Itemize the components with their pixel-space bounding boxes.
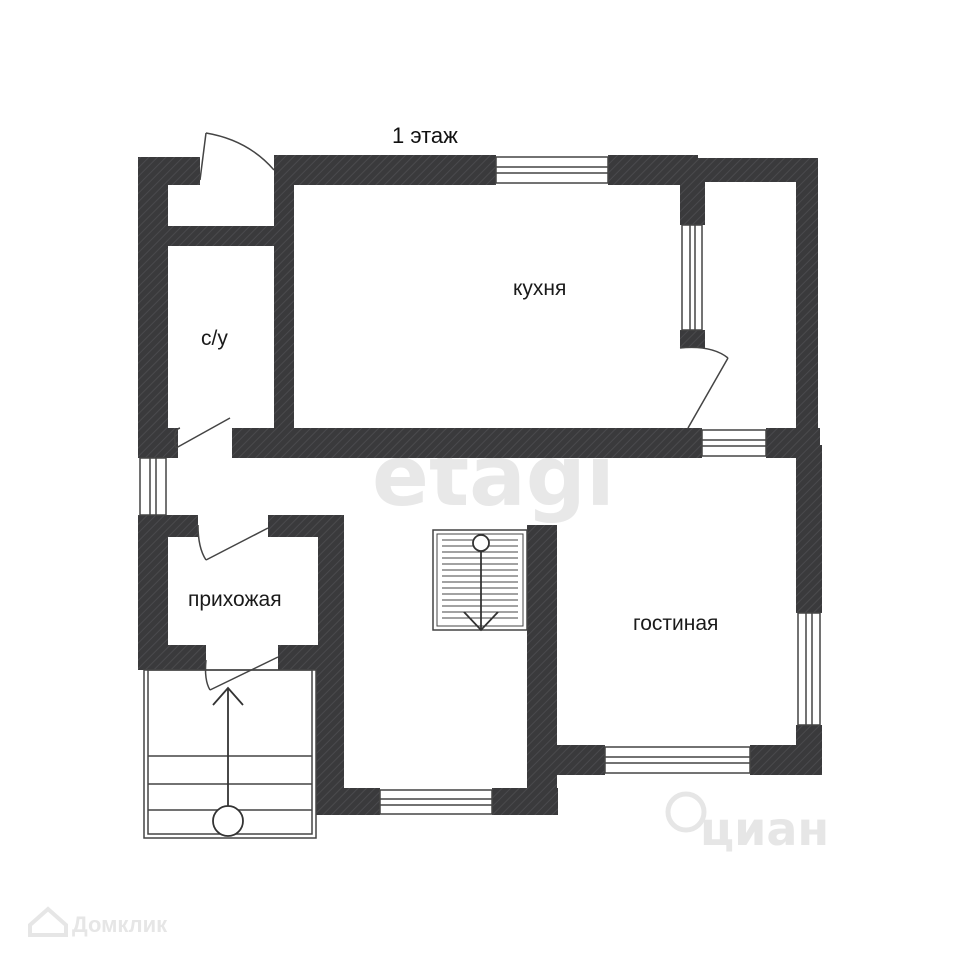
- door-pantry: [679, 346, 729, 429]
- house-icon: [28, 906, 68, 937]
- floor-title: 1 этаж: [392, 123, 458, 148]
- walls: [138, 155, 822, 815]
- window-living-bottom: [604, 746, 751, 774]
- porch-start-icon: [212, 805, 244, 837]
- porch-steps: [143, 669, 317, 839]
- door-hallway-bottom: [204, 656, 279, 691]
- watermark-domclick: Домклик: [28, 906, 168, 937]
- watermark-cian-text: циан: [700, 802, 829, 856]
- inner-staircase: [432, 529, 528, 632]
- porch-arrow-up-icon: [212, 686, 244, 706]
- stair-start-icon: [472, 534, 490, 552]
- watermark-cian: циан: [665, 791, 829, 856]
- room-label-hallway: прихожая: [188, 588, 282, 611]
- door-hallway-top: [197, 524, 269, 561]
- door-bathroom: [173, 417, 231, 449]
- room-label-living-room: гостиная: [633, 612, 718, 635]
- watermark-domclick-text: Домклик: [72, 912, 168, 937]
- room-label-bathroom: с/у: [201, 327, 228, 350]
- doors: [173, 132, 729, 691]
- window-middle: [701, 429, 767, 457]
- window-corridor-bottom: [379, 789, 493, 815]
- room-label-kitchen: кухня: [513, 277, 566, 300]
- cian-logo-icon: [665, 791, 707, 833]
- window-living-east: [797, 612, 821, 726]
- window-kitchen-top: [495, 156, 609, 184]
- window-west: [139, 457, 167, 516]
- window-kitchen-east: [681, 224, 703, 331]
- door-storage-entrance: [199, 132, 275, 181]
- windows: [139, 156, 821, 815]
- stair-arrow-down-icon: [463, 611, 499, 632]
